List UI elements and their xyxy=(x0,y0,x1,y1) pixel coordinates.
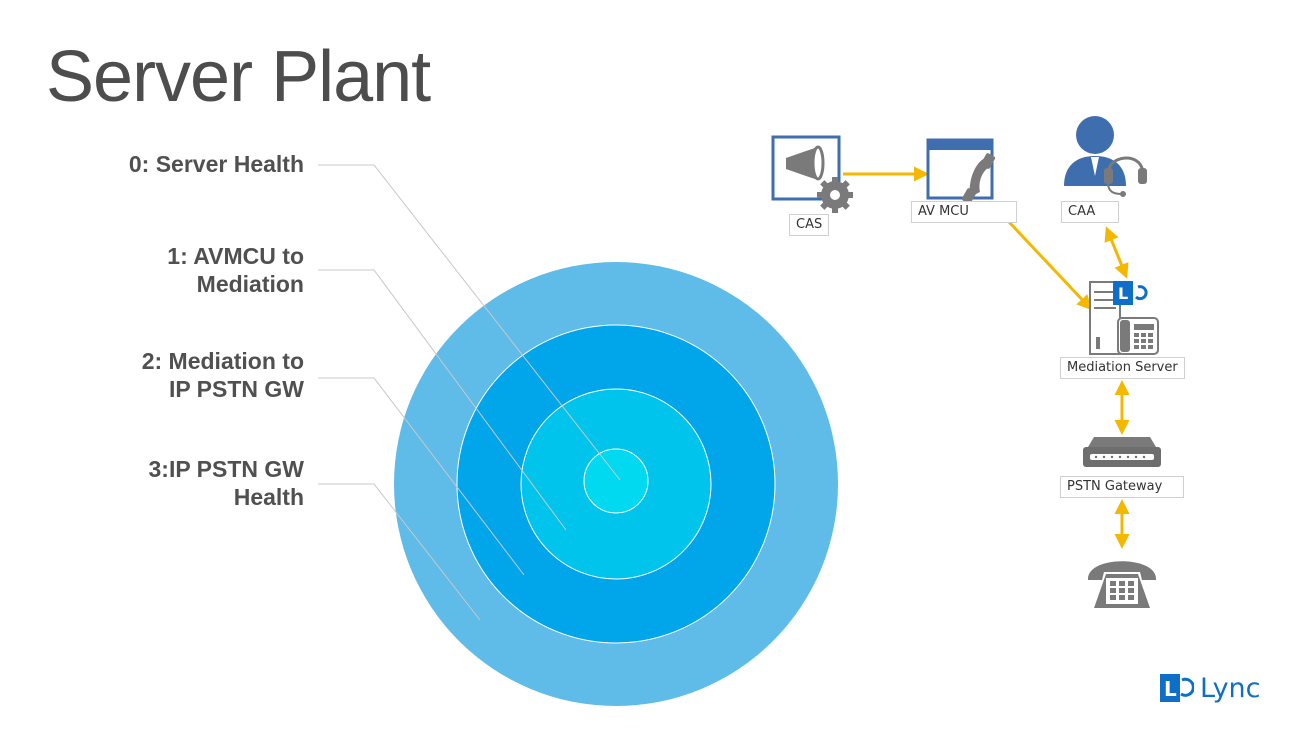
megaphone-gear-icon xyxy=(771,135,853,213)
layer-label-2: 2: Mediation to IP PSTN GW xyxy=(141,348,304,402)
leader-line-2 xyxy=(318,377,525,576)
node-label-mediation: Mediation Server xyxy=(1060,357,1185,379)
node-label-caa: CAA xyxy=(1061,201,1119,223)
svg-text:L: L xyxy=(1118,284,1128,303)
gateway-device-icon xyxy=(1083,437,1161,467)
brand-text: Lync xyxy=(1200,672,1261,704)
layer-label-0: 0: Server Health xyxy=(128,151,304,177)
window-phone-icon xyxy=(926,138,996,204)
svg-text:L: L xyxy=(1164,677,1177,701)
node-label-pstn-gateway: PSTN Gateway xyxy=(1060,476,1184,498)
arrow-caa-mediation xyxy=(1104,226,1129,279)
lync-server-phone-icon: L xyxy=(1089,281,1159,355)
layer-label-3: 3:IP PSTN GW Health xyxy=(148,456,305,510)
telephone-icon xyxy=(1087,561,1157,608)
leader-line-3 xyxy=(318,483,481,621)
leader-line-0 xyxy=(318,164,621,481)
layer-label-1: 1: AVMCU to Mediation xyxy=(167,243,304,297)
brand-logo: L Lync xyxy=(1160,668,1261,708)
headset-user-icon xyxy=(1064,116,1147,197)
page-title: Server Plant xyxy=(46,37,431,117)
lync-logo-icon: L xyxy=(1160,674,1194,702)
ring-layer-0 xyxy=(583,448,649,514)
leader-line-1 xyxy=(318,269,567,531)
node-label-avmcu: AV MCU xyxy=(911,201,1017,223)
node-label-cas: CAS xyxy=(789,214,830,236)
